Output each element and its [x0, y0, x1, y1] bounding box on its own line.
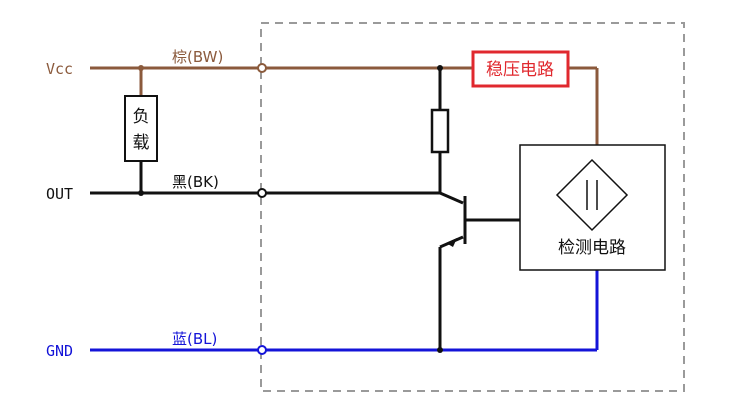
resistor-top-junction-dot: [437, 65, 443, 71]
gnd-junction-dot: [437, 347, 443, 353]
regulator-box: [471, 50, 570, 88]
gnd-wire-blue: [90, 270, 599, 352]
out-terminal: [257, 188, 267, 198]
gnd-label: GND: [46, 342, 73, 360]
detector-sensor-icon: [555, 158, 629, 232]
load-box: [124, 95, 158, 162]
emitter-arrow-icon: [446, 238, 457, 247]
regulator-label: 稳压电路: [486, 60, 554, 80]
sensor-enclosure-dashed-box: [260, 22, 685, 392]
gnd-terminal: [257, 345, 267, 355]
brown-wire-label: 棕(BW): [172, 48, 223, 66]
vcc-label: Vcc: [46, 60, 73, 78]
vcc-terminal: [257, 63, 267, 73]
vcc-wire-brown: [90, 66, 599, 145]
load-label-line1: 负: [133, 107, 150, 127]
out-label: OUT: [46, 185, 73, 203]
load-label-line2: 载: [133, 133, 150, 153]
detector-label: 检测电路: [558, 238, 626, 258]
detector-box: [519, 144, 666, 271]
black-wire-label: 黑(BK): [172, 173, 219, 191]
blue-wire-label: 蓝(BL): [172, 330, 217, 348]
out-junction-dot: [138, 190, 144, 196]
vcc-junction-dot: [138, 65, 144, 71]
pullup-resistor: [430, 108, 450, 154]
